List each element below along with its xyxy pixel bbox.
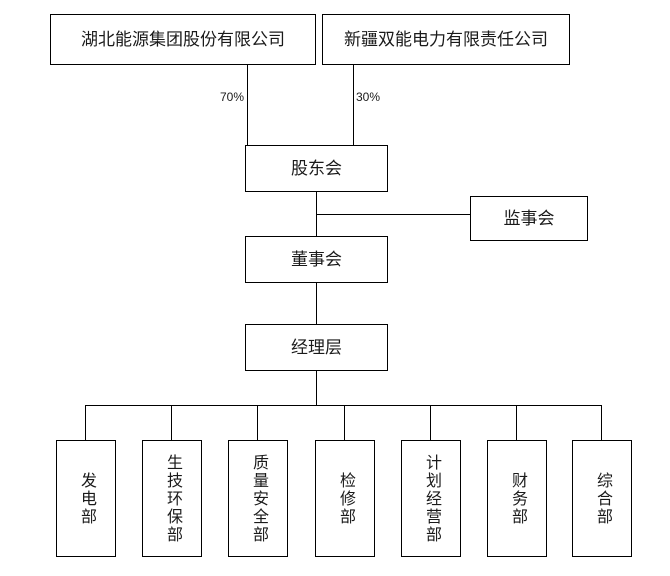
org-node-label: 新疆双能电力有限责任公司 xyxy=(344,29,548,49)
org-node-department-maintenance: 检修部 xyxy=(315,440,375,557)
org-node-label: 经理层 xyxy=(291,337,342,357)
org-node-owner-hubei-energy: 湖北能源集团股份有限公司 xyxy=(50,14,316,65)
connector-department-drop-2 xyxy=(257,405,258,440)
connector-department-drop-6 xyxy=(601,405,602,440)
org-node-label: 财务部 xyxy=(509,471,526,526)
connector-department-drop-5 xyxy=(516,405,517,440)
org-node-department-quality-safety: 质量安全部 xyxy=(228,440,288,557)
org-node-board-of-supervisors: 监事会 xyxy=(470,196,588,241)
org-node-department-finance: 财务部 xyxy=(487,440,547,557)
connector-board-to-management xyxy=(316,283,317,324)
org-node-label: 质量安全部 xyxy=(250,453,267,544)
connector-owner-70-drop xyxy=(247,65,248,145)
connector-department-drop-1 xyxy=(171,405,172,440)
org-node-department-planning-operations: 计划经营部 xyxy=(401,440,461,557)
org-node-label: 湖北能源集团股份有限公司 xyxy=(81,29,285,49)
org-node-management: 经理层 xyxy=(245,324,388,371)
connector-department-bus xyxy=(85,405,602,406)
org-node-label: 生技环保部 xyxy=(164,453,181,544)
connector-department-drop-0 xyxy=(85,405,86,440)
org-node-label: 检修部 xyxy=(337,471,354,526)
org-node-label: 计划经营部 xyxy=(423,453,440,544)
connector-owner-30-drop xyxy=(353,65,354,145)
connector-management-to-bus xyxy=(316,371,317,405)
ownership-percent-label-30: 30% xyxy=(356,90,381,104)
org-node-department-general-affairs: 综合部 xyxy=(572,440,632,557)
org-node-label: 综合部 xyxy=(594,471,611,526)
org-node-label: 发电部 xyxy=(78,471,95,526)
org-node-department-power-generation: 发电部 xyxy=(56,440,116,557)
connector-department-drop-4 xyxy=(430,405,431,440)
org-node-label: 董事会 xyxy=(291,249,342,269)
connector-department-drop-3 xyxy=(344,405,345,440)
org-node-department-production-environment: 生技环保部 xyxy=(142,440,202,557)
org-node-label: 股东会 xyxy=(291,158,342,178)
org-node-board-of-directors: 董事会 xyxy=(245,236,388,283)
org-node-shareholders-meeting: 股东会 xyxy=(245,145,388,192)
connector-branch-to-supervisors xyxy=(316,214,470,215)
org-node-label: 监事会 xyxy=(503,208,555,228)
org-node-owner-xinjiang-shuangneng: 新疆双能电力有限责任公司 xyxy=(322,14,570,65)
ownership-percent-label-70: 70% xyxy=(219,90,244,104)
